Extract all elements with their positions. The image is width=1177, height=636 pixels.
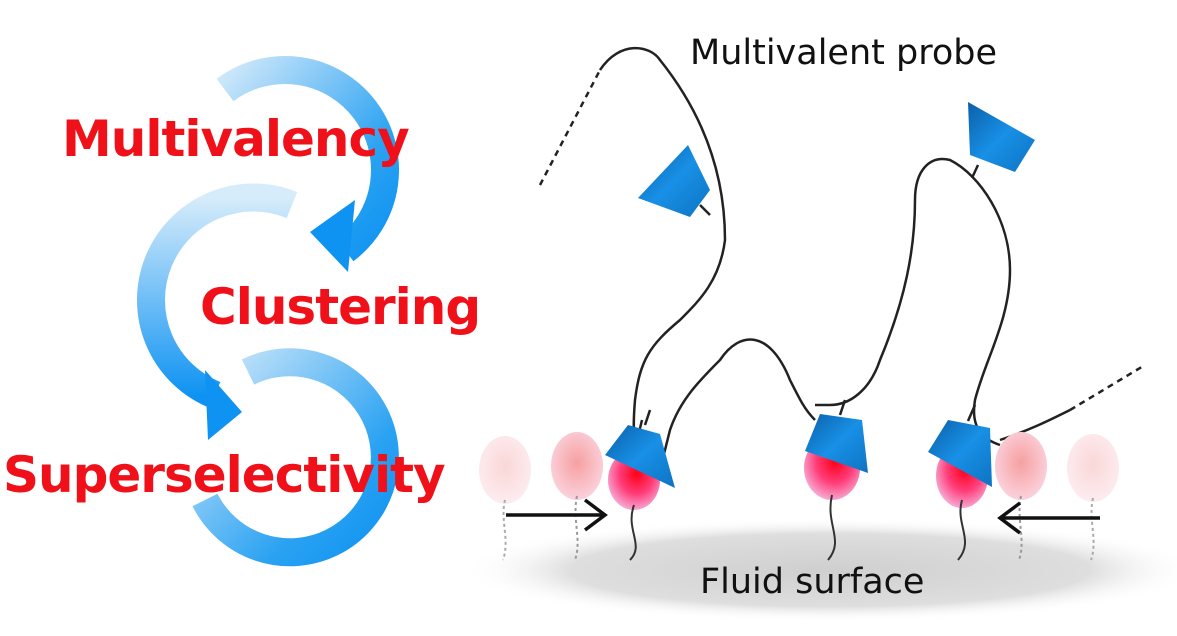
cycle-label-multivalency: Multivalency [62,110,410,168]
ligand-free-1 [638,145,710,217]
ligand-bound-3 [928,420,992,487]
ligand-bound-2 [805,414,868,473]
fluid-surface [460,518,1177,622]
probe-label: Multivalent probe [690,33,998,73]
cycle-arrow-top [216,56,399,272]
receptor-unbound-2 [551,432,603,561]
cycle-arrow-bottom [192,348,399,567]
receptor-unbound-1 [479,436,531,561]
cycle-arrow-middle [137,183,298,440]
receptor-unbound-3 [995,432,1047,561]
receptor-unbound-4 [1067,434,1119,561]
cycle-label-superselectivity: Superselectivity [3,446,446,504]
surface-label: Fluid surface [700,562,925,602]
arrow-left [997,501,1100,535]
arrow-right [506,498,608,532]
ligand-bound-1 [605,425,675,488]
cycle-label-clustering: Clustering [200,278,481,336]
ligand-free-2 [968,102,1035,172]
